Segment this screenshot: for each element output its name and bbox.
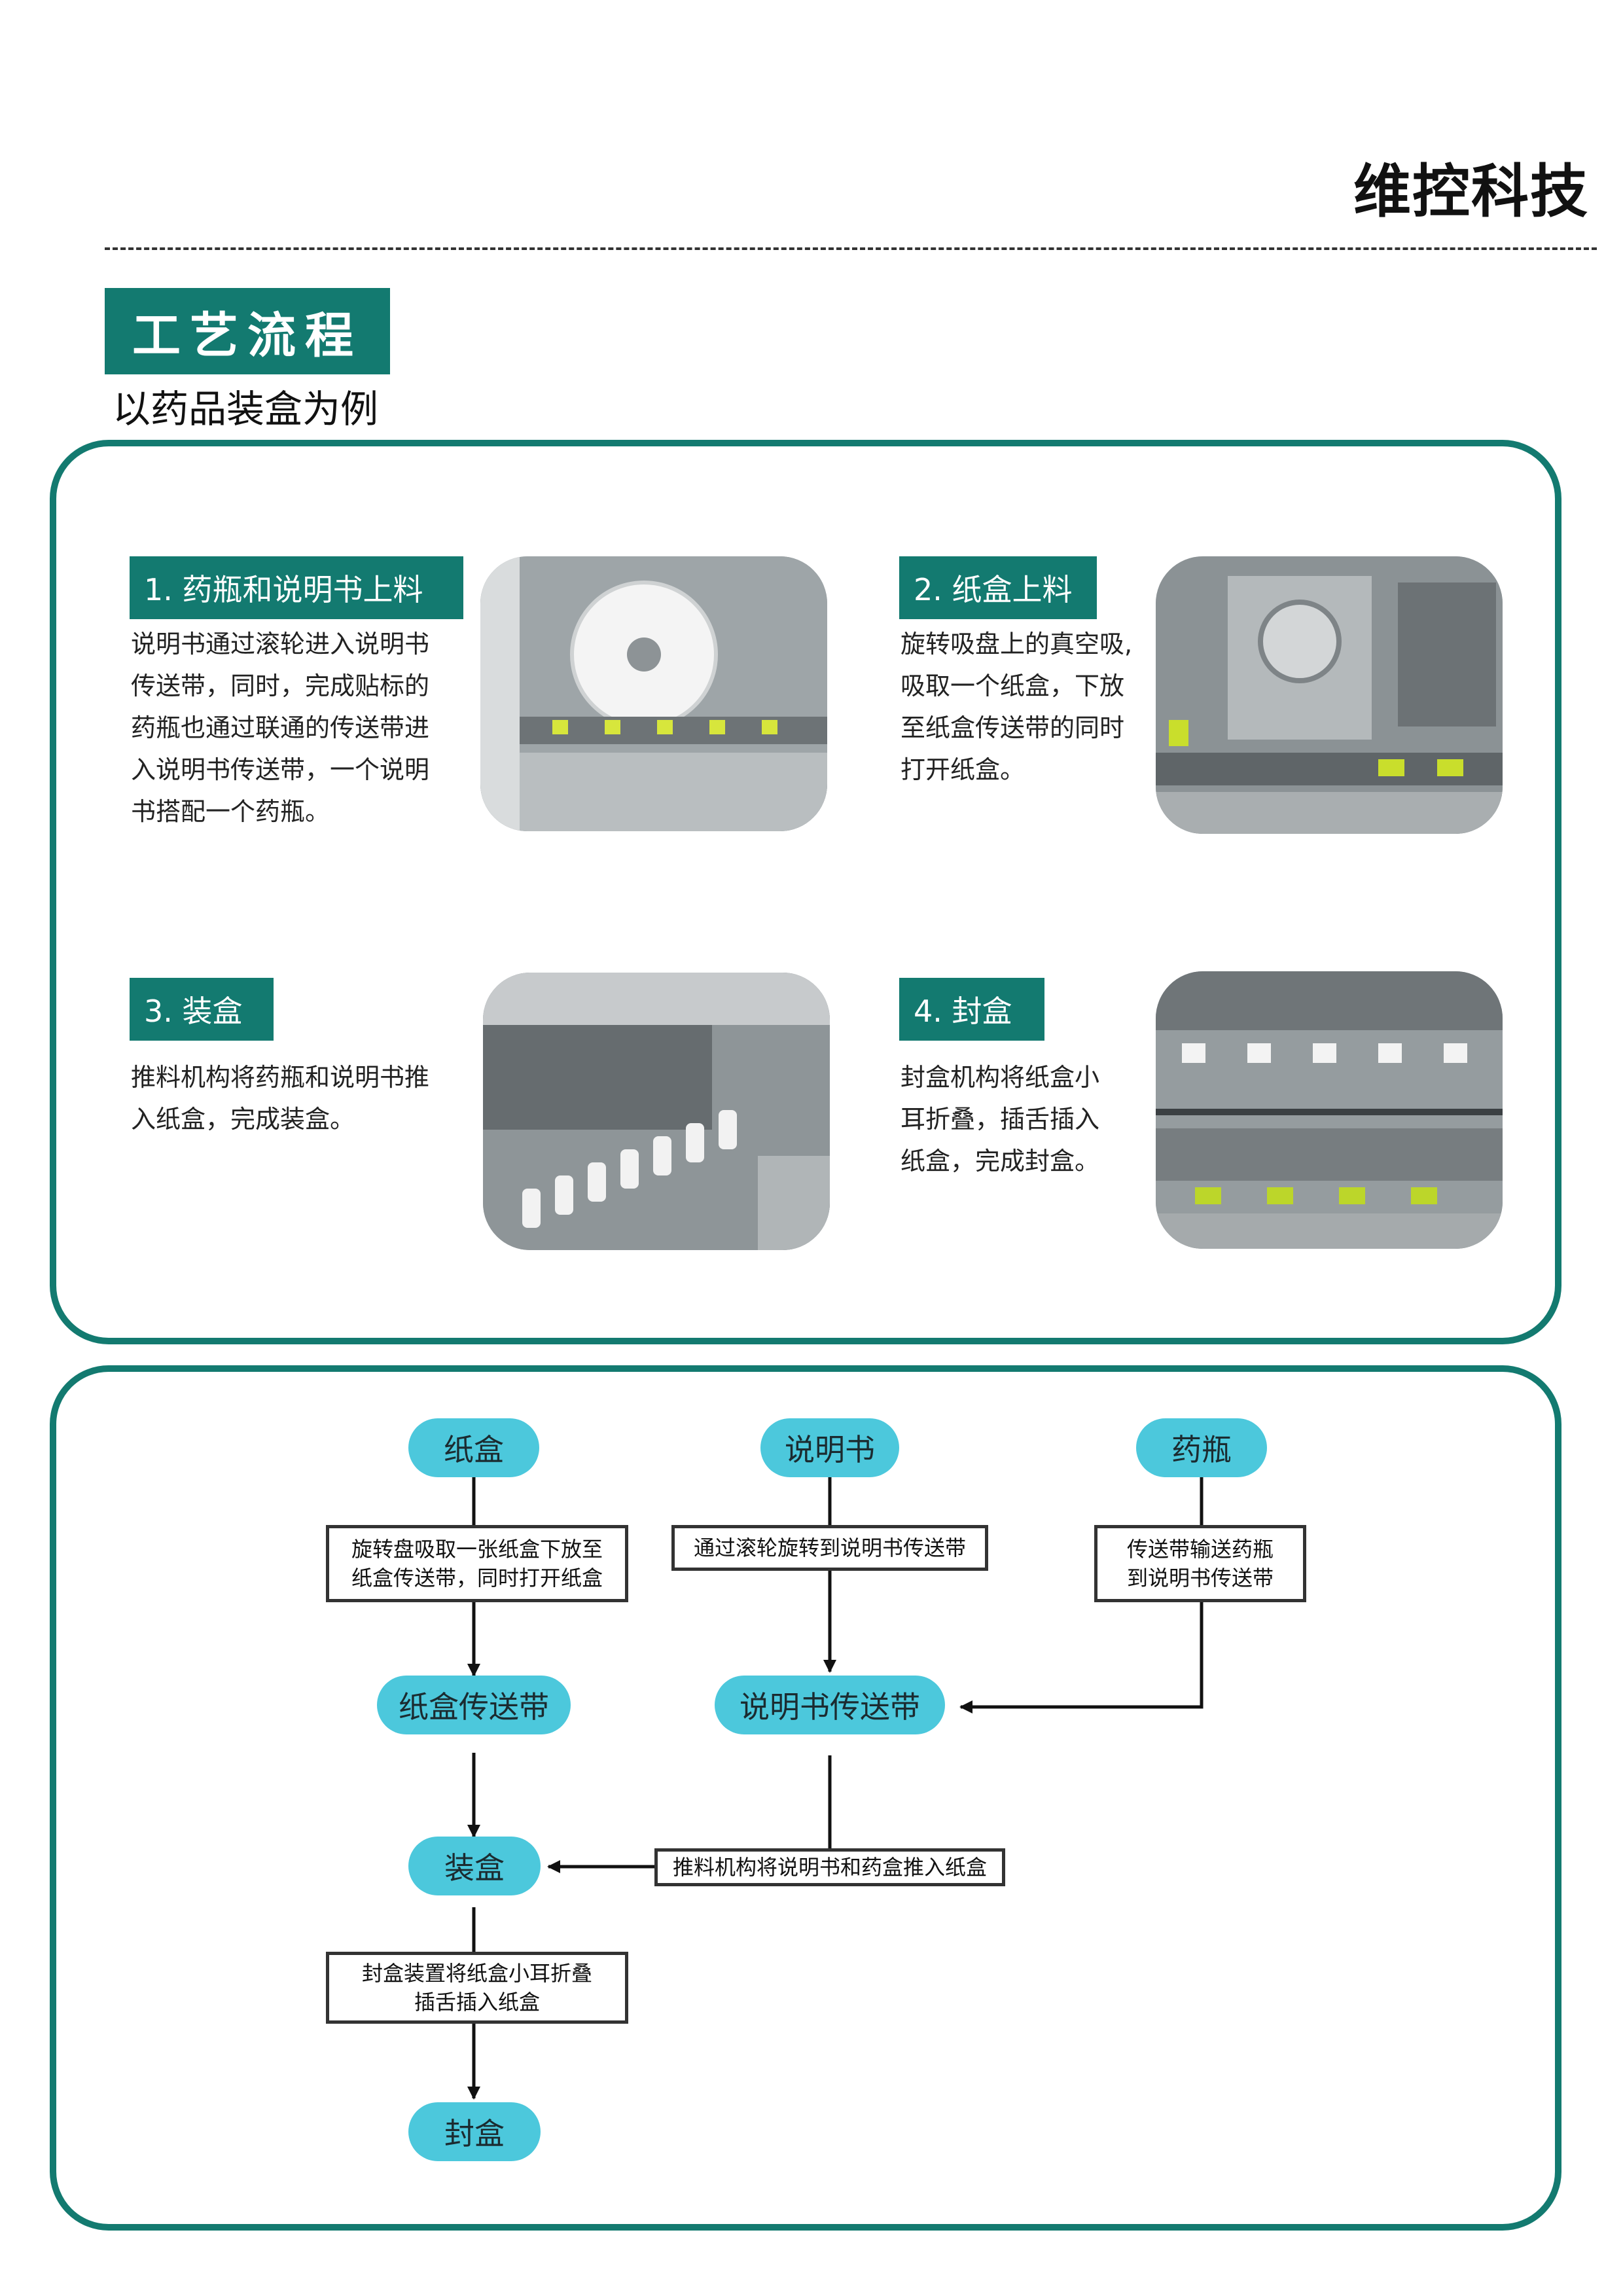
step-1-line: 药瓶也通过联通的传送带进 [131,713,430,742]
step-1-line: 入说明书传送带，一个说明 [131,755,430,784]
flow-box-line: 通过滚轮旋转到说明书传送带 [693,1535,966,1560]
step-2-line: 至纸盒传送带的同时 [901,713,1125,742]
brand-title: 维控科技 [1353,158,1589,225]
step-1-line: 说明书通过滚轮进入说明书 [131,630,430,658]
step-4-line: 封盒机构将纸盒小 [901,1063,1100,1092]
step-2-line: 打开纸盒。 [901,755,1026,784]
step-4-line: 纸盒，完成封盒。 [901,1147,1100,1175]
flow-box-line: 传送带输送药瓶 [1126,1537,1274,1562]
flow-node-boxing: 装盒 [408,1837,541,1895]
dashed-divider [105,247,1597,250]
process-steps-panel [50,440,1561,1344]
flow-box-line: 插舌插入纸盒 [414,1990,540,2015]
step-4-text: 封盒机构将纸盒小 耳折叠，插舌插入 纸盒，完成封盒。 [901,1056,1099,1182]
step-4-title: 4. 封盒 [899,978,1044,1041]
flow-box-carton-feed: 旋转盘吸取一张纸盒下放至 纸盒传送带，同时打开纸盒 [326,1525,628,1602]
step-1-line: 书搭配一个药瓶。 [131,797,330,826]
step-1-text: 说明书通过滚轮进入说明书 传送带，同时，完成贴标的 药瓶也通过联通的传送带进 入… [131,623,429,833]
flow-box-line: 旋转盘吸取一张纸盒下放至 [351,1537,603,1562]
step-3-title: 3. 装盒 [130,978,274,1041]
flow-node-manual: 说明书 [760,1418,899,1477]
flow-box-line: 封盒装置将纸盒小耳折叠 [361,1961,592,1986]
step-3-photo-illustration [483,973,830,1250]
step-2-line: 吸取一个纸盒，下放 [901,672,1125,700]
step-2-title: 2. 纸盒上料 [899,556,1097,619]
flow-chart-panel [50,1365,1561,2231]
flow-node-manual-belt: 说明书传送带 [715,1676,945,1734]
flow-box-line: 纸盒传送带，同时打开纸盒 [351,1566,603,1590]
flow-node-carton-belt: 纸盒传送带 [377,1676,571,1734]
step-3-photo [483,973,830,1250]
step-1-title: 1. 药瓶和说明书上料 [130,556,463,619]
flow-box-manual-roller: 通过滚轮旋转到说明书传送带 [671,1525,988,1571]
step-1-photo-illustration [480,556,827,831]
step-3-line: 推料机构将药瓶和说明书推 [131,1063,430,1092]
step-4-photo-illustration [1156,971,1503,1249]
step-4-photo [1156,971,1503,1249]
flow-box-line: 推料机构将说明书和药盒推入纸盒 [672,1855,987,1880]
flow-node-sealing: 封盒 [408,2102,541,2161]
step-3-text: 推料机构将药瓶和说明书推 入纸盒，完成装盒。 [131,1056,429,1140]
step-1-photo [480,556,827,831]
step-2-photo [1156,556,1503,834]
step-1-line: 传送带，同时，完成贴标的 [131,672,430,700]
flow-node-bottle: 药瓶 [1136,1418,1267,1477]
flow-box-bottle-conveyor: 传送带输送药瓶 到说明书传送带 [1094,1525,1306,1602]
section-tag: 工艺流程 [105,288,390,374]
flow-box-push: 推料机构将说明书和药盒推入纸盒 [654,1848,1005,1886]
step-2-text: 旋转吸盘上的真空吸, 吸取一个纸盒，下放 至纸盒传送带的同时 打开纸盒。 [901,623,1132,791]
step-2-line: 旋转吸盘上的真空吸, [901,630,1133,658]
step-3-line: 入纸盒，完成装盒。 [131,1105,355,1134]
step-2-photo-illustration [1156,556,1503,834]
flow-box-seal: 封盒装置将纸盒小耳折叠 插舌插入纸盒 [326,1952,628,2024]
flow-node-carton: 纸盒 [408,1418,539,1477]
section-subtitle: 以药品装盒为例 [113,387,379,431]
step-4-line: 耳折叠，插舌插入 [901,1105,1100,1134]
flow-box-line: 到说明书传送带 [1126,1566,1274,1590]
